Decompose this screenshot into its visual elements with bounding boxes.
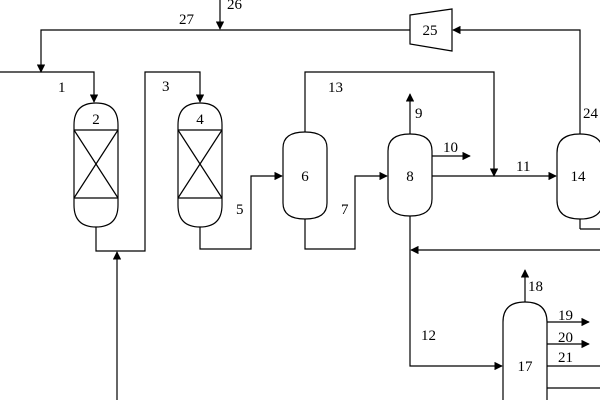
stream-19-label: 19 [558,308,573,324]
reactor-2 [73,102,119,228]
stream-27-label: 27 [179,12,195,28]
column-8 [387,133,433,217]
stream-24-label: 24 [583,106,599,122]
stream-7-label: 7 [341,202,349,218]
stream-1-line [0,71,99,103]
stream-24-line [452,25,581,134]
unit-4-label: 4 [196,112,204,128]
stream-13-label: 13 [328,80,343,96]
stream-26-label: 26 [227,0,243,13]
stream-27-line [36,29,410,73]
stream-12-label: 12 [421,328,436,344]
separator-6 [282,131,328,220]
stream-3-label: 3 [162,79,170,95]
column-17 [502,301,548,400]
stream-5-label: 5 [236,202,244,218]
unit-2-label: 2 [92,112,100,128]
stream-20-label: 20 [558,330,573,346]
stream-1-label: 1 [58,80,66,96]
stream-18-label: 18 [528,279,543,295]
stream-3-line [95,71,205,252]
stream-21-label: 21 [558,350,573,366]
unit-8-label: 8 [406,169,414,185]
unit-14-label: 14 [571,169,587,185]
compressor-25 [409,8,453,52]
stream-13-line [304,71,499,177]
stream-10-label: 10 [443,140,458,156]
unit-25-label: 25 [423,23,438,39]
stream-7-line [304,171,388,250]
reactor-4 [177,102,223,228]
stream-9-label: 9 [415,106,423,122]
unit-17-label: 17 [518,359,534,375]
stream-12-line [409,216,503,371]
column-14 [556,133,600,220]
unit-6-label: 6 [301,169,309,185]
stream-11-label: 11 [516,159,530,175]
stream-5-line [199,171,283,250]
